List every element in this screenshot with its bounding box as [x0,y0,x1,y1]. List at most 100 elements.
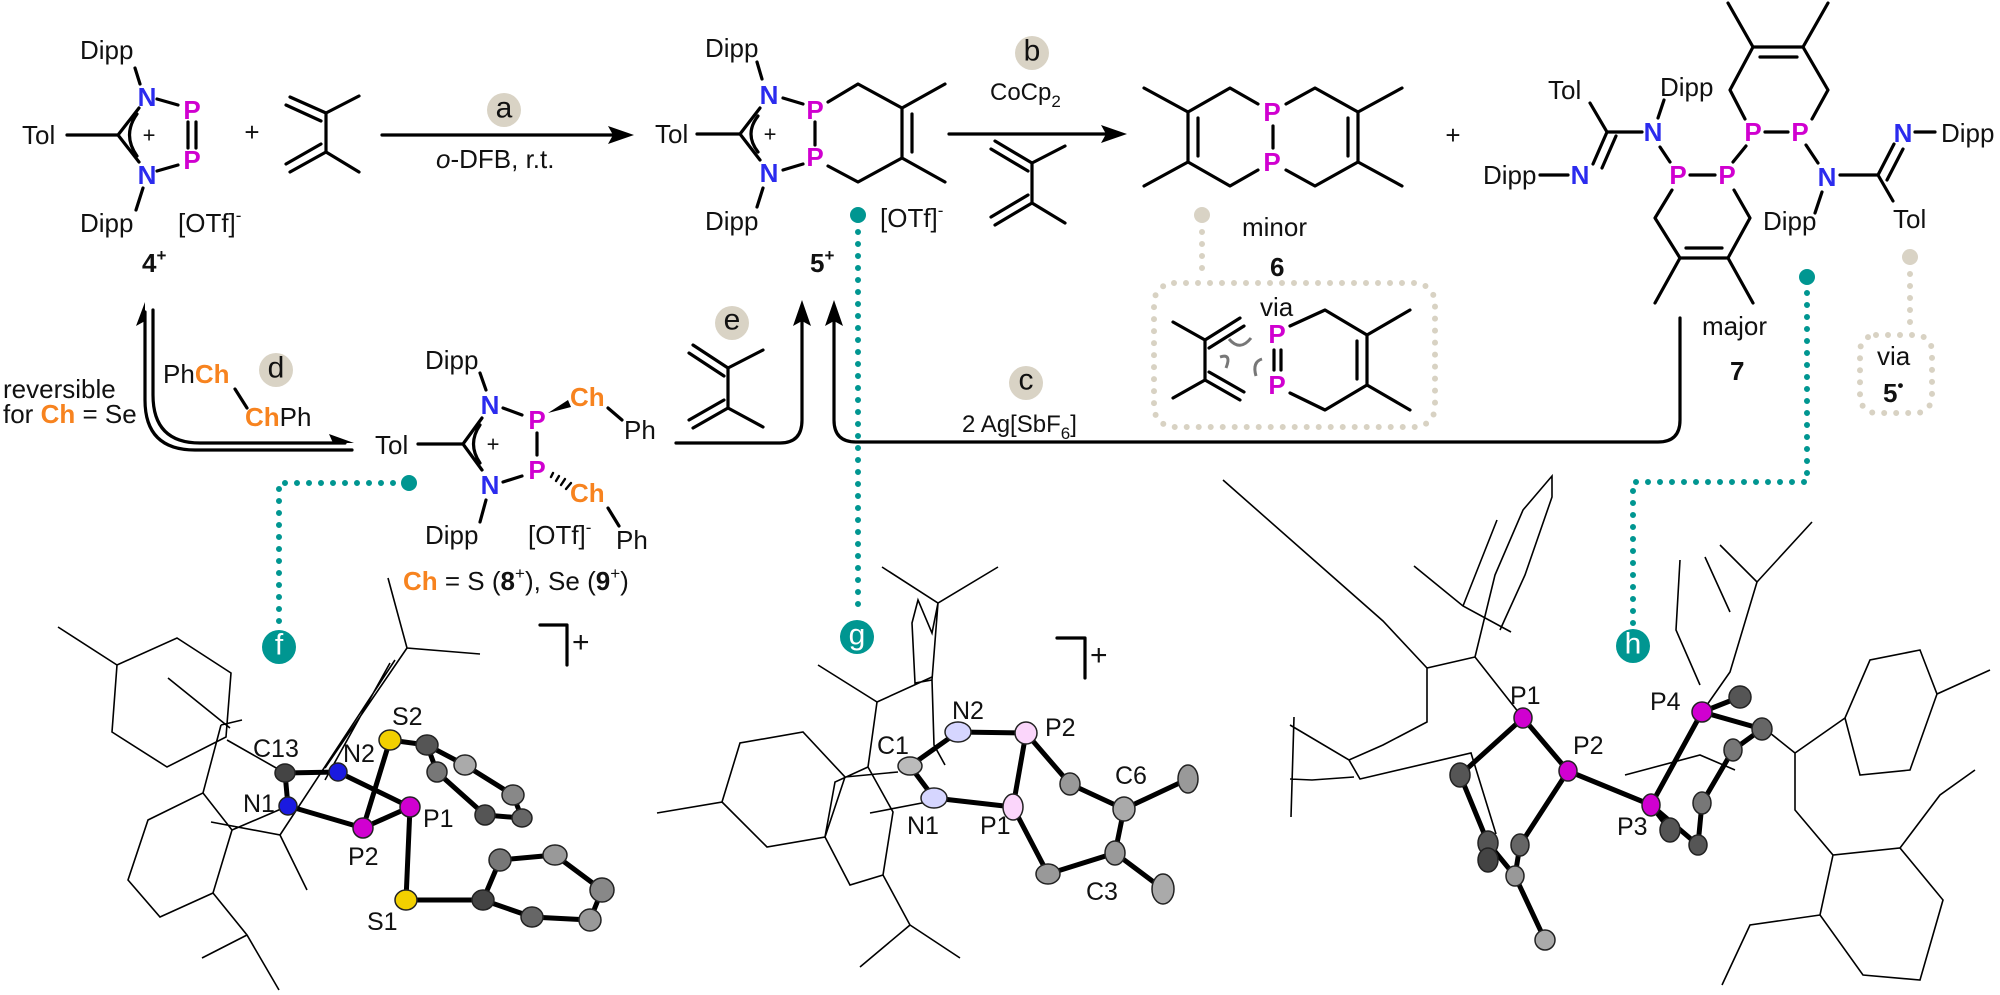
nitrogen-atom: N [481,390,500,420]
dipp-label: Dipp [1763,206,1816,236]
tol-label: Tol [22,120,55,150]
annotation-dot [1799,269,1815,285]
step-a-label: a [496,92,513,125]
atom-label: N1 [243,790,275,818]
dipp-label: Dipp [705,206,758,236]
structure-h-label: h [1625,628,1642,661]
compound-5: Dipp Tol N P P N + Dipp [OTf]- 5+ [655,33,947,278]
dimethylbutadiene [989,139,1067,227]
compound-4-bonds [65,66,198,212]
reversible-note: reversible [3,374,116,404]
compound-8-9: Dipp Tol N P P N + Ch Ph Ch Ph Dipp [OTf… [375,345,656,596]
phenyl-label: Ph [616,525,648,555]
step-e-label: e [724,304,741,337]
annotation-dot [1902,249,1918,265]
step-e-arrow: e [674,300,811,445]
atom-label: P1 [1510,682,1541,710]
step-a-conditions: o-DFB, r.t. [436,144,554,174]
plus-sign: + [244,117,259,147]
via-box [1857,332,1935,416]
plus-sign: + [1445,120,1460,150]
atom-label: C1 [877,732,909,760]
atom-label: C6 [1115,762,1147,790]
compound-7-note: major [1702,311,1767,341]
compound-6-note: minor [1242,212,1307,242]
structure-g-charge: + [1090,639,1108,672]
atom-label: P2 [1573,732,1604,760]
phosphorus-atom: P [1268,370,1285,400]
radical-5-label: 5• [1883,376,1903,408]
tol-label: Tol [1893,204,1926,234]
step-c-arrow: c 2 Ag[SbF6] [825,300,1682,444]
compound-4-number: 4+ [142,246,166,278]
compound-6: P P minor 6 via P P [1142,86,1438,430]
nitrogen-atom: N [138,160,157,190]
step-d-arrow: d PhCh ChPh reversible for Ch = Se [3,302,354,452]
phosphorus-atom: P [1669,160,1686,190]
compound-7: Tol Dipp N P P Dipp N P P N N Dipp Dipp … [1483,1,1994,416]
chalcogen-atom: Ch [570,478,605,508]
phosphorus-atom: P [1263,147,1280,177]
atom-label: N1 [907,812,939,840]
nitrogen-atom: N [138,82,157,112]
nitrogen-atom: N [1571,160,1590,190]
phosphorus-atom: P [1263,97,1280,127]
phosphorus-atom: P [528,455,545,485]
compound-5-number: 5+ [810,246,834,278]
connector-f [276,480,396,628]
atom-label: S2 [392,703,423,731]
intermediate-bonds [1171,308,1412,412]
via-label: via [1260,292,1294,322]
crystal-structure-h: h P1 P2 P3 P4 [1222,473,1991,986]
intermediate-box [1151,280,1438,430]
dimethylbutadiene [687,343,765,430]
dipp-label: Dipp [705,33,758,63]
compound-8-bonds [416,371,624,528]
phosphorus-atom: P [1718,160,1735,190]
atom-label: N2 [952,697,984,725]
step-d-label: d [268,352,285,385]
chalcogen-atom: Ch [570,382,605,412]
compound-6-number: 6 [1270,252,1284,282]
step-b-reagent: CoCp2 [990,79,1061,111]
nitrogen-atom: N [1818,162,1837,192]
cation-charge: + [487,432,500,457]
compound-8-9-legend: Ch = S (8+), Se (9+) [403,564,629,596]
atom-label: P4 [1650,688,1681,716]
tol-label: Tol [375,430,408,460]
dipp-label: Dipp [425,345,478,375]
triflate-anion: [OTf]- [178,206,241,238]
atom-label: P1 [980,812,1011,840]
step-d-reagent-bottom: ChPh [245,402,311,432]
nitrogen-atom: N [1644,117,1663,147]
atom-label: P2 [1045,714,1076,742]
atom-label: P2 [348,843,379,871]
dipp-label: Dipp [425,520,478,550]
step-c-label: c [1019,364,1034,397]
structure-f-charge: + [572,626,590,659]
compound-7-number: 7 [1730,356,1744,386]
compound-6-bonds [1142,86,1404,188]
annotation-dot [850,207,866,223]
dipp-label: Dipp [1941,118,1994,148]
connector-h [1630,290,1810,628]
cation-charge: + [143,123,156,148]
dipp-label: Dipp [1660,72,1713,102]
step-b-arrow: b CoCp2 [947,35,1127,227]
nitrogen-atom: N [760,158,779,188]
atom-label: P3 [1617,813,1648,841]
phosphorus-atom: P [806,142,823,172]
atom-label: C3 [1086,878,1118,906]
nitrogen-atom: N [760,80,779,110]
cation-charge: + [764,122,777,147]
phosphorus-atom: P [1744,117,1761,147]
atom-label: S1 [367,908,398,936]
triflate-anion: [OTf]- [880,201,943,233]
structure-f-label: f [275,629,284,662]
dipp-label: Dipp [80,208,133,238]
via-label: via [1877,341,1911,371]
phosphorus-atom: P [183,95,200,125]
phosphorus-atom: P [806,95,823,125]
atom-label: P1 [423,805,454,833]
